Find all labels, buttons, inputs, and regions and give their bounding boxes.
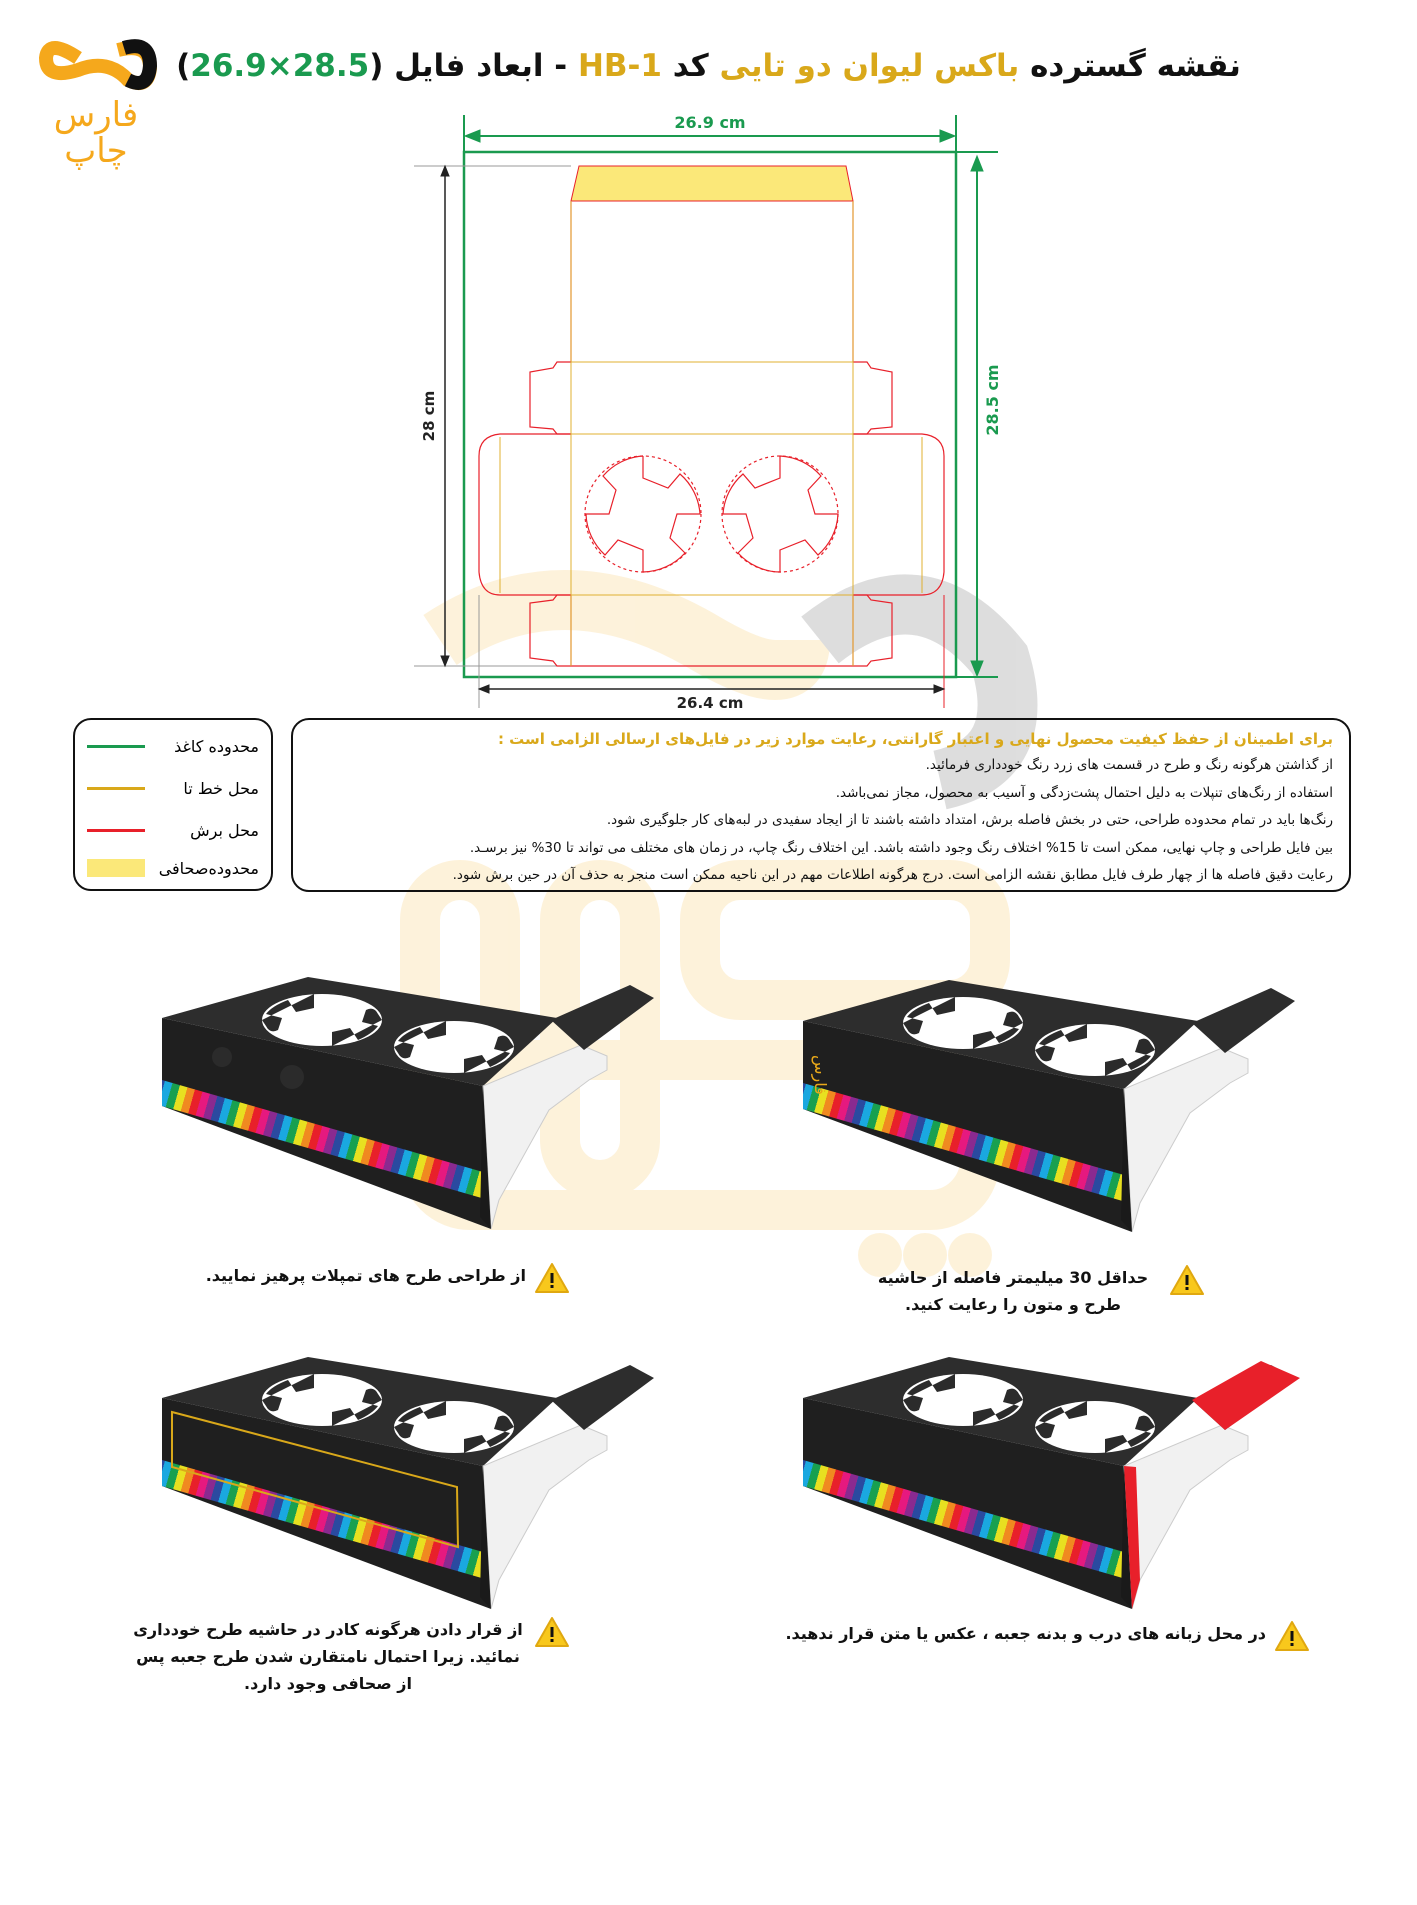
height-dimension-arrow (970, 154, 984, 678)
mockup-template-warning (162, 977, 654, 1229)
note-line: رعایت دقیق فاصله ها از چهار طرف فایل مطا… (452, 867, 1333, 883)
notes-box: برای اطمینان از حفظ کیفیت محصول نهایی و … (291, 718, 1351, 892)
title-text: کد (661, 48, 720, 84)
legend-item-bleed: محدوده‌صحافی (87, 856, 259, 880)
legend-swatch (87, 786, 145, 790)
width-dimension-arrow (463, 129, 957, 143)
inner-height-arrow (440, 164, 450, 668)
warning-text: حداقل 30 میلیمتر فاصله از حاشیه طرح و مت… (877, 1268, 1149, 1314)
inner-width-label: 26.4 cm (677, 694, 744, 712)
inner-width-arrow (477, 684, 946, 694)
title-dimensions: 26.9×28.5 (190, 48, 370, 84)
mockup-margin-warning: فارس (803, 980, 1295, 1232)
dieline-drawing: 26.9 cm 28.5 cm 28 cm 26.4 cm (414, 113, 1002, 712)
inner-height-label: 28 cm (420, 391, 438, 442)
warning-text: در محل زبانه های درب و بدنه جعبه ، عکس ی… (785, 1624, 1266, 1643)
warning-text: از طراحی طرح های تمپلات پرهیز نمایید. (205, 1266, 526, 1285)
legend-item-cut: محل برش (87, 818, 259, 842)
warning-caption: از قرار دادن هرگونه کادر در حاشیه طرح خو… (130, 1616, 570, 1697)
width-label: 26.9 cm (674, 113, 745, 132)
warning-icon (535, 1263, 569, 1293)
title-text: نقشه گسترده (1019, 48, 1241, 84)
title-product: باکس لیوان دو تایی (719, 48, 1020, 84)
cup-cutout-left (584, 455, 702, 573)
note-line: از گذاشتن هرگونه رنگ و طرح در قسمت های ز… (925, 757, 1333, 773)
brand-logo: فارس چاپ (38, 39, 158, 171)
warning-caption: از طراحی طرح های تمپلات پرهیز نمایید. (190, 1262, 570, 1294)
mockup-flap-warning (803, 1357, 1300, 1609)
warning-icon (1170, 1265, 1204, 1295)
legend-swatch (87, 828, 145, 832)
legend-box: محدوده کاغذ محل خط تا محل برش محدوده‌صحا… (73, 718, 273, 891)
legend-swatch (87, 744, 145, 748)
legend-item-fold: محل خط تا (87, 776, 259, 800)
warning-caption: حداقل 30 میلیمتر فاصله از حاشیه طرح و مت… (865, 1264, 1205, 1318)
note-line: رنگ‌ها باید در تمام محدوده طراحی، حتی در… (606, 812, 1333, 828)
height-label: 28.5 cm (983, 364, 1002, 435)
warning-icon (1275, 1621, 1309, 1651)
legend-label: محدوده‌صحافی (158, 858, 259, 878)
page-title: نقشه گسترده باکس لیوان دو تایی کد HB-1 -… (0, 48, 1417, 84)
title-text: ) (176, 48, 191, 84)
cup-cutout-right (721, 455, 839, 573)
warning-caption: در محل زبانه های درب و بدنه جعبه ، عکس ی… (750, 1620, 1310, 1652)
legend-swatch (87, 859, 145, 877)
note-line: استفاده از رنگ‌های تنپلات به دلیل احتمال… (835, 784, 1333, 801)
warning-icon (535, 1617, 569, 1647)
logo-text-2: چاپ (64, 131, 127, 171)
title-text: - ابعاد فایل ( (369, 48, 578, 84)
legend-label: محل خط تا (183, 778, 259, 798)
note-line: بین فایل طراحی و چاپ نهایی، ممکن است تا … (469, 839, 1333, 856)
legend-label: محل برش (190, 820, 259, 840)
mockup-frame-warning (162, 1357, 654, 1609)
legend-label: محدوده کاغذ (174, 736, 259, 756)
warning-text: از قرار دادن هرگونه کادر در حاشیه طرح خو… (133, 1620, 523, 1693)
title-code: HB-1 (577, 48, 662, 84)
notes-heading: برای اطمینان از حفظ کیفیت محصول نهایی و … (497, 730, 1333, 748)
legend-item-paper: محدوده کاغذ (87, 734, 259, 758)
logo-text-1: فارس (54, 95, 139, 135)
mockup-logo-text: فارس (810, 1055, 830, 1095)
